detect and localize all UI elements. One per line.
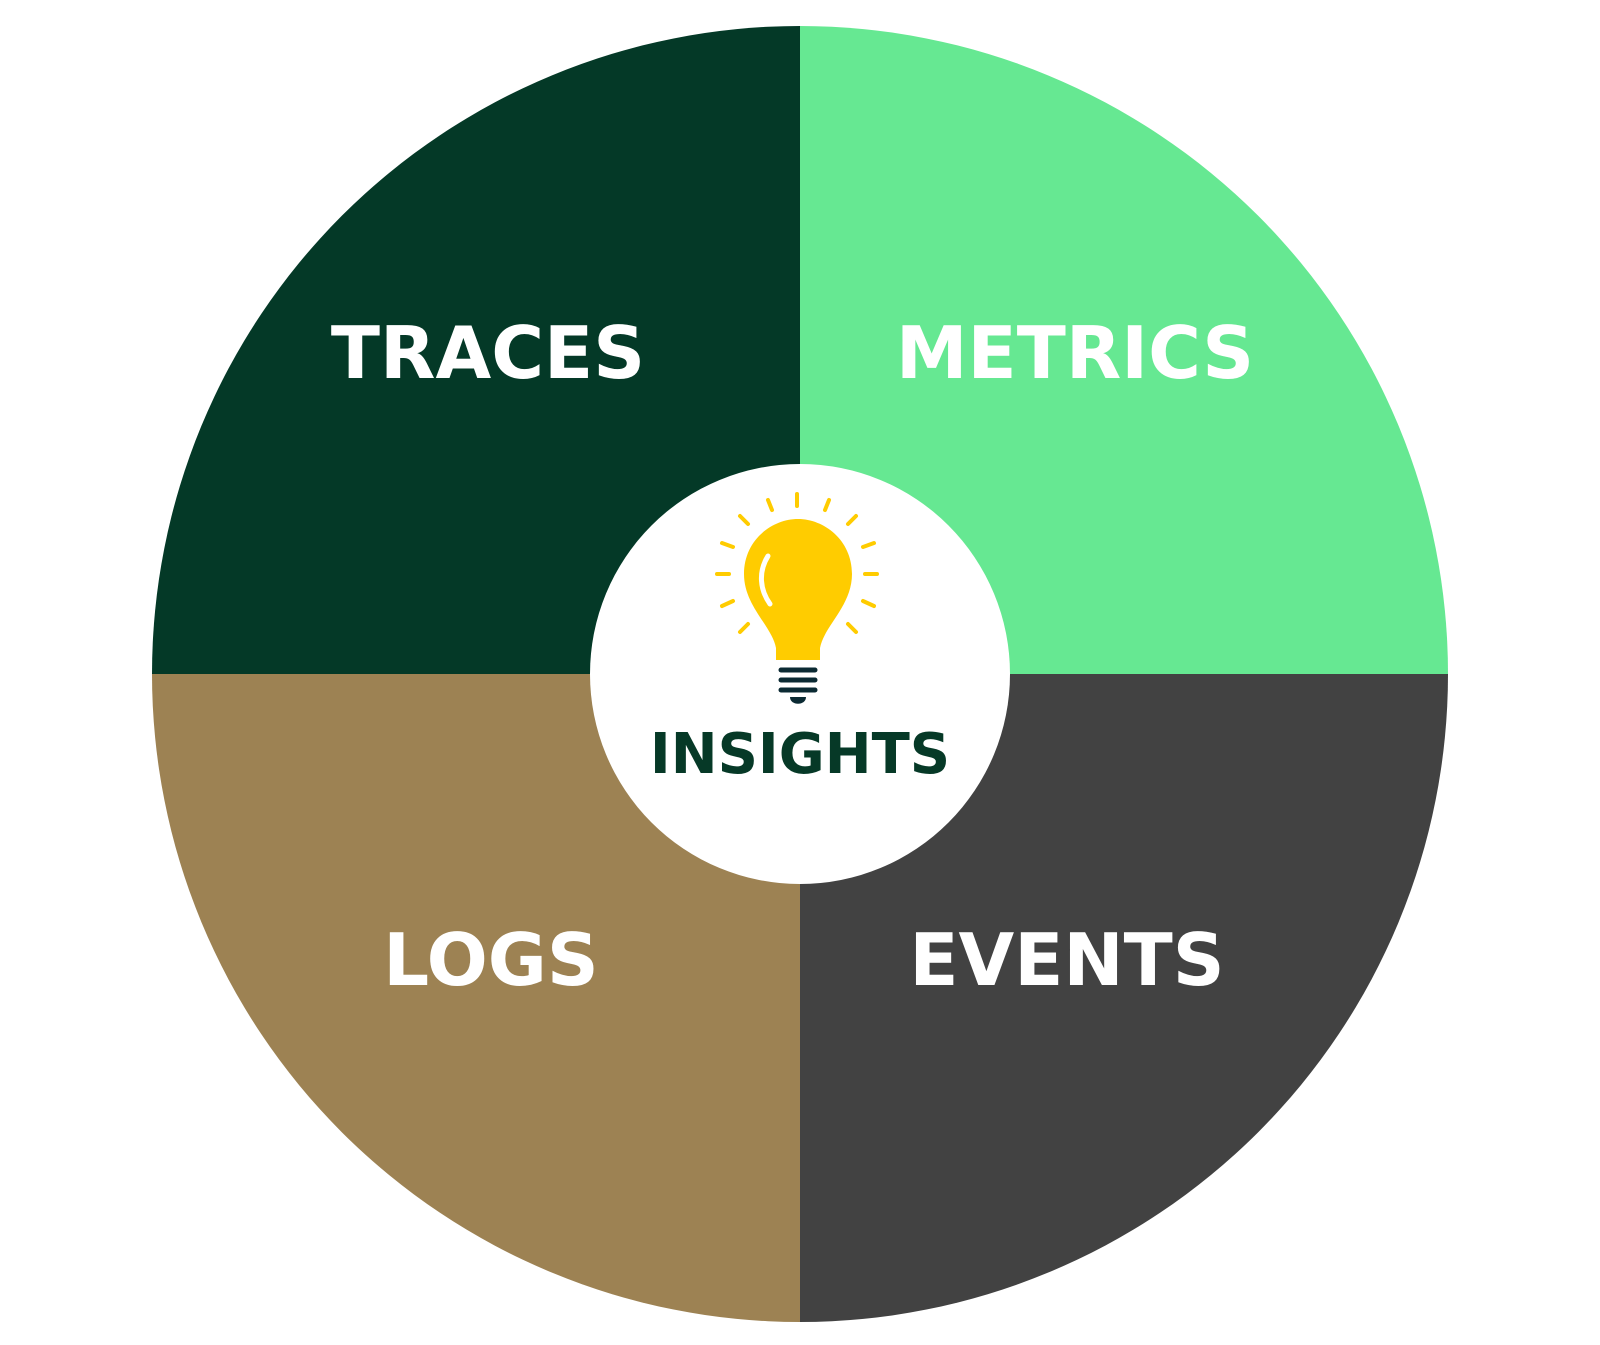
- traces-label: TRACES: [331, 311, 645, 395]
- events-quadrant: [800, 674, 1448, 1322]
- lightbulb-icon: [715, 492, 879, 704]
- center-circle: [590, 464, 1010, 884]
- logs-label: LOGS: [383, 918, 598, 1002]
- logs-quadrant: [152, 674, 800, 1322]
- traces-quadrant: [152, 26, 800, 674]
- metrics-quadrant: [800, 26, 1448, 674]
- events-label: EVENTS: [909, 918, 1224, 1002]
- insights-label: INSIGHTS: [650, 722, 950, 787]
- metrics-label: METRICS: [896, 311, 1254, 395]
